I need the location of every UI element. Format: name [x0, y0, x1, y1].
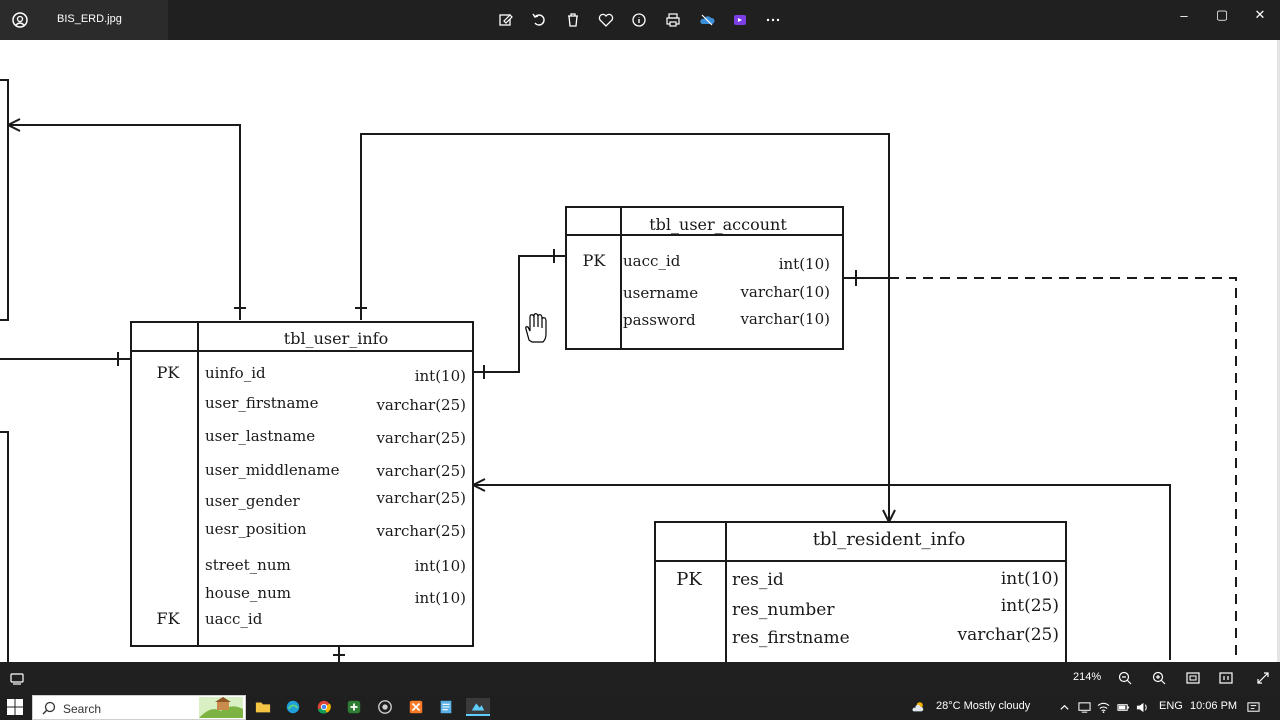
file-explorer-icon[interactable]: [254, 698, 272, 716]
key-label: PK: [676, 569, 702, 590]
photos-app-icon: [12, 12, 28, 28]
volume-icon[interactable]: [1135, 700, 1149, 714]
notepad-icon[interactable]: [437, 698, 455, 716]
green-app-icon[interactable]: [345, 698, 363, 716]
field-name: uinfo_id: [205, 364, 266, 382]
chrome-icon[interactable]: [315, 698, 333, 716]
field-type: varchar(25): [375, 396, 466, 414]
field-name: user_middlename: [205, 461, 340, 479]
field-name: house_num: [205, 584, 291, 602]
language-indicator[interactable]: ENG: [1159, 700, 1183, 712]
display-tray-icon[interactable]: [1077, 700, 1091, 714]
circle-app-icon[interactable]: [376, 698, 394, 716]
image-canvas[interactable]: tbl_user_account PK uacc_id int(10) user…: [0, 40, 1280, 662]
field-name: uacc_id: [205, 610, 263, 628]
field-type: int(10): [415, 557, 466, 575]
fit-icon[interactable]: [1183, 669, 1203, 687]
weather-text: 28°C Mostly cloudy: [936, 700, 1031, 712]
field-name: user_gender: [205, 492, 301, 510]
weather-icon[interactable]: [911, 700, 925, 714]
field-type: int(25): [1001, 596, 1059, 616]
actual-size-icon[interactable]: [1216, 669, 1236, 687]
field-name: username: [623, 284, 698, 302]
field-type: varchar(25): [957, 625, 1060, 645]
field-name: uacc_id: [623, 252, 681, 270]
table-title-resident-info: tbl_resident_info: [813, 529, 966, 550]
minimize-button[interactable]: –: [1180, 7, 1188, 23]
taskbar: Search: [0, 694, 1280, 720]
left-table-top: [0, 79, 9, 321]
key-label: PK: [157, 363, 181, 382]
hand-cursor-icon: [525, 313, 547, 343]
zoom-out-icon[interactable]: [1115, 669, 1135, 687]
field-name: user_firstname: [205, 394, 319, 412]
vertical-scrollbar[interactable]: [1277, 40, 1280, 662]
field-type: varchar(25): [375, 462, 466, 480]
zoom-in-icon[interactable]: [1149, 669, 1169, 687]
field-name: res_id: [732, 570, 784, 590]
xampp-icon[interactable]: [407, 698, 425, 716]
field-name: password: [623, 311, 696, 329]
field-type: varchar(25): [375, 489, 466, 507]
title-bar: BIS_ERD.jpg – ▢ ✕: [0, 0, 1280, 40]
search-icon: [42, 701, 56, 715]
clipchamp-icon[interactable]: [730, 10, 750, 30]
erd-diagram: tbl_user_account PK uacc_id int(10) user…: [0, 79, 1237, 662]
photos-taskbar-icon[interactable]: [466, 698, 490, 716]
key-label: PK: [583, 251, 607, 270]
field-type: int(10): [1001, 569, 1059, 589]
fullscreen-icon[interactable]: [1253, 669, 1273, 687]
field-type: int(10): [779, 255, 830, 273]
close-button[interactable]: ✕: [1254, 7, 1266, 22]
windows-start-icon[interactable]: [7, 699, 23, 715]
filmstrip-icon[interactable]: [7, 669, 27, 687]
key-label: FK: [156, 609, 180, 628]
field-type: varchar(10): [739, 283, 830, 301]
edit-image-icon[interactable]: [496, 10, 516, 30]
field-name: uesr_position: [205, 520, 307, 538]
print-icon[interactable]: [663, 10, 683, 30]
search-placeholder: Search: [63, 702, 102, 716]
file-name: BIS_ERD.jpg: [57, 13, 122, 25]
info-icon[interactable]: [629, 10, 649, 30]
field-type: int(10): [415, 367, 466, 385]
field-name: street_num: [205, 556, 291, 574]
left-table-bottom: [0, 431, 9, 662]
maximize-button[interactable]: ▢: [1215, 7, 1229, 22]
edge-icon[interactable]: [284, 698, 302, 716]
field-name: res_firstname: [732, 628, 850, 648]
chevron-up-icon[interactable]: [1057, 700, 1071, 714]
field-name: res_number: [732, 600, 835, 620]
table-title-user-account: tbl_user_account: [649, 215, 787, 234]
field-type: varchar(10): [739, 310, 830, 328]
taskbar-search-input[interactable]: Search: [32, 695, 246, 720]
favorite-icon[interactable]: [596, 10, 616, 30]
delete-icon[interactable]: [563, 10, 583, 30]
table-title-user-info: tbl_user_info: [284, 329, 388, 348]
zoom-level: 214%: [1073, 671, 1102, 683]
search-highlight-art: [199, 697, 243, 718]
rotate-icon[interactable]: [529, 10, 549, 30]
clock[interactable]: 10:06 PM: [1190, 700, 1238, 712]
field-type: varchar(25): [375, 522, 466, 540]
field-type: varchar(25): [375, 429, 466, 447]
field-name: user_lastname: [205, 427, 315, 445]
notification-icon[interactable]: [1246, 700, 1260, 714]
onedrive-icon[interactable]: [697, 10, 717, 30]
wifi-icon[interactable]: [1096, 700, 1110, 714]
battery-icon[interactable]: [1116, 700, 1130, 714]
file-tab[interactable]: BIS_ERD.jpg: [0, 0, 168, 40]
viewer-status-bar: 214%: [0, 662, 1280, 694]
more-icon[interactable]: [763, 10, 783, 30]
field-type: int(10): [415, 589, 466, 607]
